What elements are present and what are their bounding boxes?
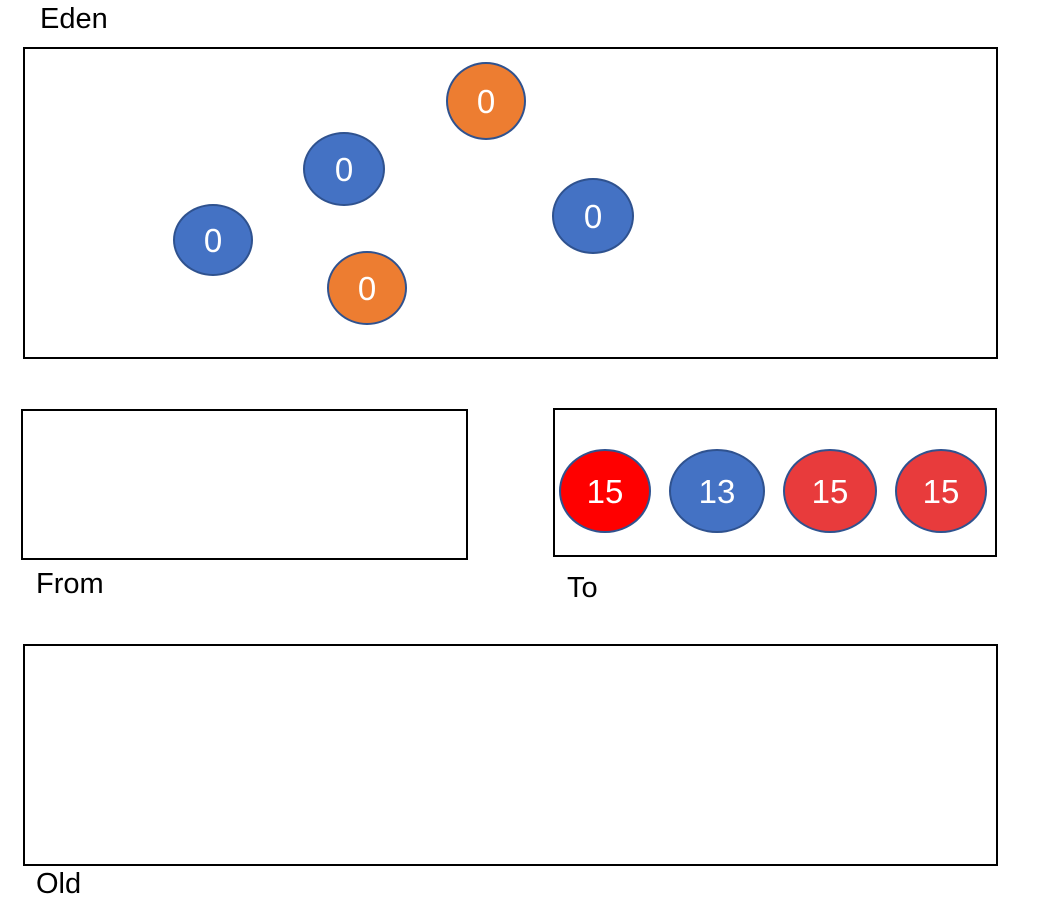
from-label: From [36, 568, 104, 600]
to-heap-object: 15 [783, 449, 877, 533]
to-heap-object: 15 [559, 449, 651, 533]
to-heap-object: 15 [895, 449, 987, 533]
eden-heap-object: 0 [327, 251, 407, 325]
eden-heap-object: 0 [446, 62, 526, 140]
old-box [23, 644, 998, 866]
eden-heap-object: 0 [303, 132, 385, 206]
eden-heap-object: 0 [552, 178, 634, 254]
from-box [21, 409, 468, 560]
to-label: To [567, 572, 598, 604]
eden-heap-object: 0 [173, 204, 253, 276]
to-heap-object: 13 [669, 449, 765, 533]
old-label: Old [36, 868, 82, 900]
eden-label: Eden [40, 3, 108, 35]
